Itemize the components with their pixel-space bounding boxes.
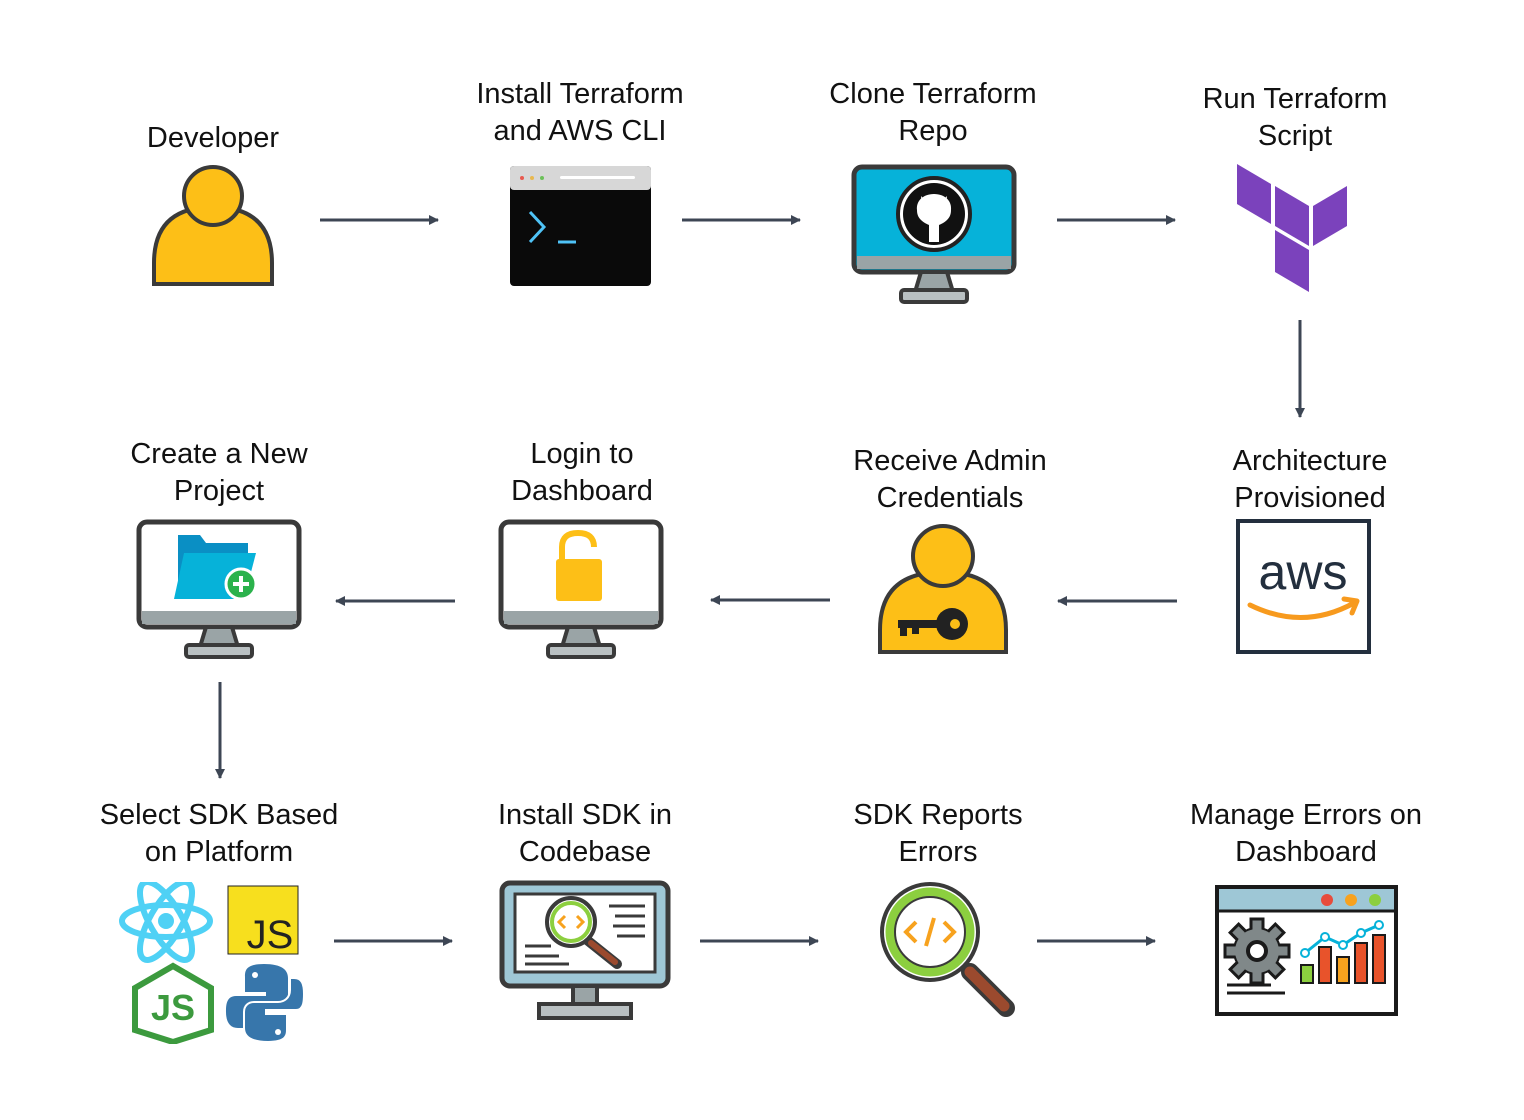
user-key-icon (878, 524, 1008, 654)
nodejs-icon: JS (132, 962, 214, 1044)
sdk-platforms-icon: JS JS (119, 882, 306, 1044)
code-magnifier-icon (880, 882, 1015, 1017)
terminal-icon (510, 166, 651, 286)
unlock-monitor-icon (498, 519, 664, 659)
aws-logo-text: aws (1259, 544, 1348, 600)
aws-icon: aws (1236, 519, 1371, 654)
svg-text:JS: JS (151, 987, 195, 1028)
react-icon (119, 882, 213, 963)
folder-add-monitor-icon (136, 519, 302, 659)
analytics-dashboard-icon (1215, 885, 1398, 1016)
user-icon (152, 165, 274, 286)
terraform-icon (1237, 164, 1347, 292)
svg-text:JS: JS (247, 913, 294, 957)
javascript-icon: JS (227, 885, 299, 957)
step-label-developer: Developer (146, 122, 280, 154)
python-icon (226, 964, 306, 1044)
code-search-monitor-icon (499, 880, 671, 1020)
github-monitor-icon (851, 164, 1017, 304)
